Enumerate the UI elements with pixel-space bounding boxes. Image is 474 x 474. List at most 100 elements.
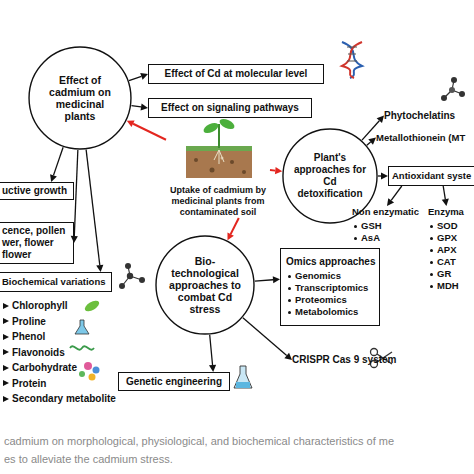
list-item: CAT [437,256,456,268]
arrow-head [275,167,282,174]
detox-item: Metallothionein (MT [376,130,474,145]
connector-line [231,218,239,234]
detox-item: Phytochelatins [384,108,468,123]
list-label: Phenol [12,331,45,343]
bullet-arrow [3,303,9,309]
list-row: Transcriptomics [286,282,368,294]
bullet-dot [288,287,291,290]
box-text: Genetic engineering [126,376,222,388]
connector-line [367,142,371,145]
bullet-arrow [3,318,9,324]
bullet-arrow [3,365,9,371]
lab-icon [234,366,252,388]
connector-line [210,335,213,365]
list-row: AsA [352,232,380,244]
uptake-text: Uptake of cadmium by medicinal plants fr… [166,185,270,218]
bullet-dot [430,273,433,276]
item-text: Metallothionein (MT [376,132,465,144]
connector-line [129,76,141,80]
list-item: APX [437,244,457,256]
bullet-dot [430,225,433,228]
arrow-head [377,116,384,124]
bullet-dot [288,311,291,314]
arrow-head [141,103,148,110]
connector-line [86,150,100,265]
lab-icon-part [236,382,250,388]
connector-arrow [129,73,148,81]
biochem-molecule-icon [119,263,145,289]
connector-arrow [378,172,388,179]
arrow-head [71,236,78,243]
list-label: Protein [12,378,46,390]
crispr-node: CRISPR Cas 9 system [292,345,364,375]
flower-box: cence, pollen wer, flower flower [0,222,74,264]
connector-line [131,106,141,107]
circle-text-box: Bio-technological approaches to combat C… [167,255,243,315]
molecule-icon-part [441,95,447,101]
connector-line [443,186,445,199]
arrow-head [50,174,57,182]
connector-arrow [367,138,376,146]
list-row: MDH [428,280,459,292]
group-heading: Omics approaches [286,256,375,268]
color-spheres-icon-part [84,362,92,370]
circle-text: Plant's approaches for Cd detoxification [294,152,366,199]
molecule-icon-part [449,87,455,93]
antioxidant-box: Antioxidant syste [388,166,474,186]
molecule-icon [441,77,465,101]
box-text: cence, pollen wer, flower flower [2,225,65,260]
bullet-arrow [3,349,9,355]
list-item: GSH [361,220,382,232]
list-row: SOD [428,220,458,232]
soil-plant-illustration-part [210,168,215,173]
box-text: uctive growth [2,185,67,197]
connector-arrow [227,218,238,240]
list-row: GPX [428,232,457,244]
soil-plant-illustration-part [218,117,236,131]
list-row: Metabolomics [286,306,358,318]
list-row: GSH [352,220,382,232]
biochem-molecule-icon-part [139,277,145,283]
bullet-arrow [3,396,9,402]
color-spheres-icon-part [89,374,96,381]
list-item: Proteomics [295,294,347,306]
effect-circle: Effect of cadmium on medicinal plants [28,46,132,150]
arrow-head [209,365,216,372]
circle-shape [156,236,254,334]
arrow-head [442,199,449,206]
list-item: MDH [437,280,459,292]
effect-box: Effect on signaling pathways [148,98,312,118]
soil-plant-illustration-part [242,170,246,174]
connector-arrow [131,103,148,110]
arrow-head [368,138,376,145]
color-spheres-icon-part [79,371,85,377]
box-text: Effect of Cd at molecular level [165,68,308,80]
molecule-icon-part [451,77,457,83]
engineering-box: Genetic engineering [118,372,230,391]
dna-icon-part [342,42,362,78]
list-label: Flavonoids [12,347,65,359]
connector-arrow [270,167,282,174]
dna-icon-part [347,61,357,62]
flask-icon-part [75,320,89,334]
connector-line [391,186,402,200]
item-text: CRISPR Cas 9 system [292,354,397,366]
list-row: Proteomics [286,294,347,306]
bullet-dot [288,299,291,302]
circle-text-box: Plant's approaches for Cd detoxification [293,152,367,200]
soil-plant-illustration-part [194,158,198,162]
biochem-molecule-icon-part [125,263,131,269]
soil-plant-illustration [186,117,252,178]
arrow-head [387,198,394,206]
dna-icon-part [348,54,356,55]
bullet-dot [354,225,357,228]
arrow-head [227,232,233,240]
circle-text: Bio-technological approaches to combat C… [169,255,241,315]
biotech-circle: Bio-technological approaches to combat C… [155,235,255,335]
bullet-arrow [3,334,9,340]
list-label: Proline [12,316,46,328]
uptake-node: Uptake of cadmium by medicinal plants fr… [166,112,270,218]
biochem-molecule-icon-part [119,283,125,289]
circle-shape [29,47,131,149]
item-text: Phytochelatins [384,110,455,122]
